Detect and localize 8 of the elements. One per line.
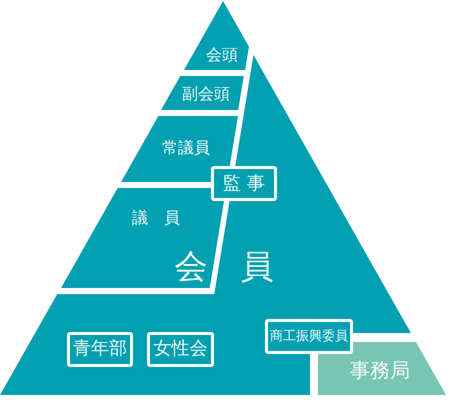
tier-label: 議 員 [132, 210, 180, 226]
block-label: 事務局 [350, 360, 410, 380]
framed-label: 青年部 [67, 332, 133, 367]
tier-label: 会頭 [206, 47, 238, 63]
tier-label: 常議員 [162, 140, 210, 156]
tier-label: 副会頭 [182, 86, 230, 102]
framed-label: 女性会 [147, 332, 214, 367]
region-label: 会 員 [174, 249, 274, 282]
